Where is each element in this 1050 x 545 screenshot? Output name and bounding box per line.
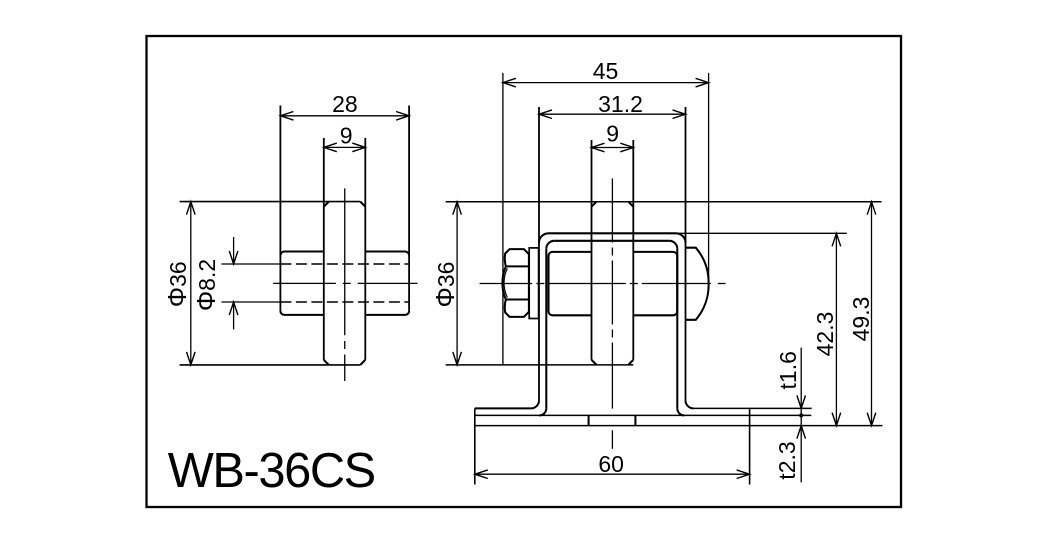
svg-text:45: 45	[593, 58, 619, 84]
svg-text:t2.3: t2.3	[774, 441, 800, 479]
svg-text:Φ8.2: Φ8.2	[193, 259, 221, 311]
svg-text:WB-36CS: WB-36CS	[168, 444, 375, 498]
svg-text:9: 9	[340, 122, 353, 148]
svg-text:42.3: 42.3	[812, 312, 838, 357]
svg-text:t1.6: t1.6	[775, 351, 801, 389]
svg-text:49.3: 49.3	[848, 297, 874, 342]
svg-text:60: 60	[598, 451, 624, 477]
svg-text:Φ36: Φ36	[164, 261, 192, 307]
svg-text:31.2: 31.2	[598, 91, 643, 117]
svg-text:9: 9	[606, 121, 619, 147]
svg-text:28: 28	[332, 91, 358, 117]
svg-text:Φ36: Φ36	[432, 262, 460, 308]
